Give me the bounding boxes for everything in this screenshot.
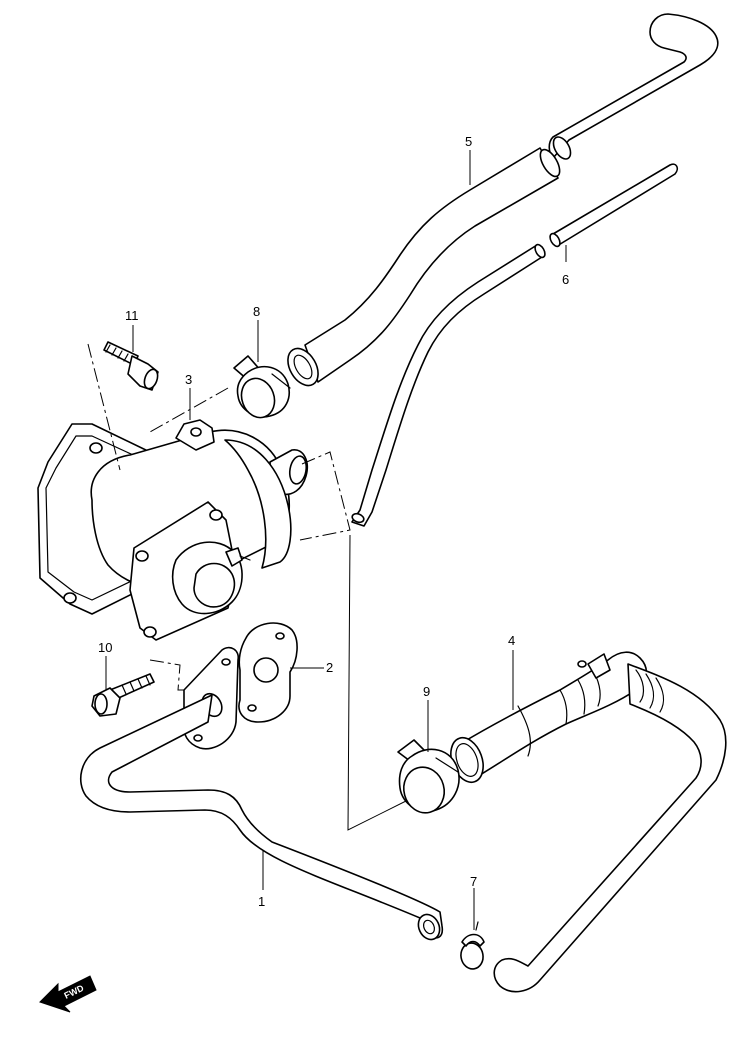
callout-7: 7 — [470, 874, 477, 889]
fwd-arrow-icon: FWD — [39, 975, 97, 1013]
clip-part-7 — [460, 921, 485, 970]
bolt-part-11 — [103, 341, 159, 391]
callout-2: 2 — [326, 660, 333, 675]
pipe-part-1 — [79, 646, 444, 941]
clamp-part-9 — [397, 739, 460, 814]
callout-leaders — [105, 150, 567, 930]
gasket-part-2 — [238, 622, 298, 723]
callout-1: 1 — [258, 894, 265, 909]
hose-part-5 — [287, 13, 719, 387]
callout-4: 4 — [508, 633, 515, 648]
callout-numbers: 5 6 11 8 3 4 10 2 9 1 7 — [98, 134, 569, 909]
callout-6: 6 — [562, 272, 569, 287]
callout-3: 3 — [185, 372, 192, 387]
callout-10: 10 — [98, 640, 112, 655]
callout-11: 11 — [125, 308, 139, 323]
callout-5: 5 — [465, 134, 472, 149]
callout-8: 8 — [253, 304, 260, 319]
leader-lines — [87, 343, 409, 831]
bolt-part-10 — [91, 673, 155, 717]
tube-part-6 — [351, 163, 678, 527]
clamp-part-8 — [233, 355, 291, 419]
valve-part-3 — [37, 419, 308, 641]
callout-9: 9 — [423, 684, 430, 699]
hose-part-4 — [450, 651, 727, 993]
